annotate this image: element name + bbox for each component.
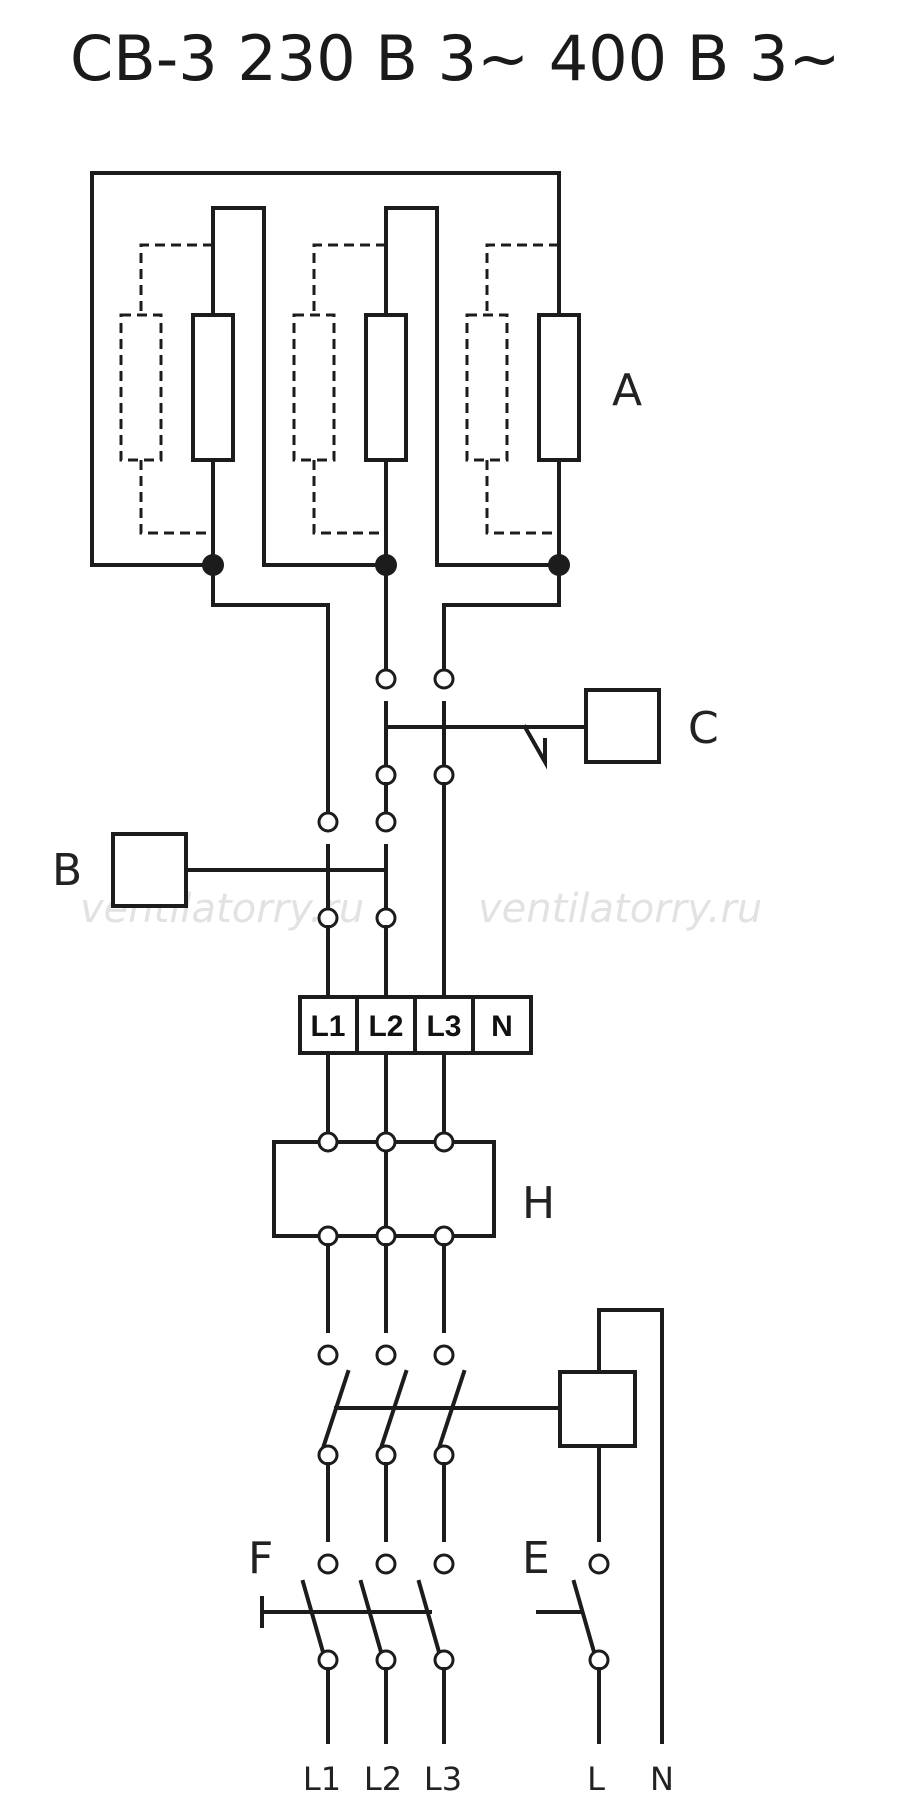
terminal-block: L1 L2 L3 N (298, 995, 533, 1055)
switch-blade (416, 1579, 442, 1655)
label-b: B (52, 845, 82, 896)
switch-blade (571, 1579, 597, 1655)
thermostat-b (111, 811, 397, 929)
bulb-symbol (522, 724, 588, 770)
optional-wire (139, 243, 213, 315)
terminal-label: N (491, 1010, 513, 1043)
label-a: A (612, 365, 642, 416)
terminal-circle (433, 668, 455, 690)
supply-label: L2 (364, 1760, 402, 1798)
phase-wire-l1 (211, 563, 330, 824)
thermostat-c (375, 668, 661, 786)
thermostat-b-box (111, 832, 188, 908)
terminal-circle (317, 1131, 339, 1153)
optional-wire (312, 243, 386, 315)
terminal-circle (317, 1344, 339, 1366)
heating-element (191, 313, 235, 462)
terminal-circle (433, 1225, 455, 1247)
optional-wire (485, 460, 559, 535)
terminal-circle (433, 1131, 455, 1153)
terminal-circle (317, 1225, 339, 1247)
switch-blade (300, 1579, 326, 1655)
terminal-circle (433, 764, 455, 786)
bus-wire (384, 206, 561, 567)
control-switch-e (536, 1553, 610, 1671)
terminal-circle (375, 1444, 397, 1466)
thermostat-c-box (584, 688, 661, 764)
terminal-circle (375, 811, 397, 833)
supply-label: N (650, 1760, 674, 1798)
label-f: F (248, 1533, 273, 1584)
switch-blade (358, 1579, 384, 1655)
bus-wire (211, 206, 388, 567)
watermark: ventilatorry.ru (478, 886, 762, 932)
optional-wire (139, 460, 213, 535)
heating-element (537, 313, 581, 462)
terminal-label: L1 (310, 1010, 345, 1043)
optional-heating-element (292, 313, 336, 462)
terminal-circle (588, 1553, 610, 1575)
contactor-coil (558, 1370, 637, 1448)
terminal-label: L3 (426, 1010, 461, 1043)
label-c: C (688, 703, 719, 754)
optional-wire (485, 243, 559, 315)
terminal-circle (375, 907, 397, 929)
terminal-circle (375, 1131, 397, 1153)
terminal-circle (375, 668, 397, 690)
terminal-cell (471, 995, 533, 1055)
terminal-circle (433, 1344, 455, 1366)
heating-element (364, 313, 408, 462)
terminal-circle (375, 764, 397, 786)
heating-element-group (292, 206, 408, 567)
heating-element-group (119, 206, 235, 567)
heater-assembly (90, 171, 581, 576)
terminal-circle (433, 1553, 455, 1575)
supply-label: L1 (303, 1760, 341, 1798)
label-e: E (522, 1533, 550, 1584)
terminal-circle (588, 1649, 610, 1671)
terminal-circle (317, 1649, 339, 1671)
contactor (317, 1344, 637, 1466)
heater-frame (90, 171, 561, 567)
terminal-circle (317, 907, 339, 929)
optional-heating-element (465, 313, 509, 462)
label-h: H (522, 1178, 555, 1229)
terminal-circle (375, 1225, 397, 1247)
phase-wire-l3 (442, 563, 561, 681)
diagram-title: CB-3 230 B 3~ 400 B 3~ (70, 22, 840, 95)
terminal-circle (375, 1344, 397, 1366)
terminal-circle (375, 1553, 397, 1575)
supply-label: L (587, 1760, 605, 1798)
component-h (272, 1131, 496, 1247)
terminal-circle (317, 811, 339, 833)
supply-label: L3 (424, 1760, 462, 1798)
neutral-wire (597, 1308, 664, 1744)
main-switch-f (260, 1553, 455, 1671)
heating-element-group (465, 243, 581, 567)
terminal-circle (433, 1444, 455, 1466)
terminal-circle (317, 1553, 339, 1575)
optional-heating-element (119, 313, 163, 462)
optional-wire (312, 460, 386, 535)
terminal-circle (317, 1444, 339, 1466)
terminal-label: L2 (368, 1010, 403, 1043)
terminal-circle (375, 1649, 397, 1671)
terminal-circle (433, 1649, 455, 1671)
